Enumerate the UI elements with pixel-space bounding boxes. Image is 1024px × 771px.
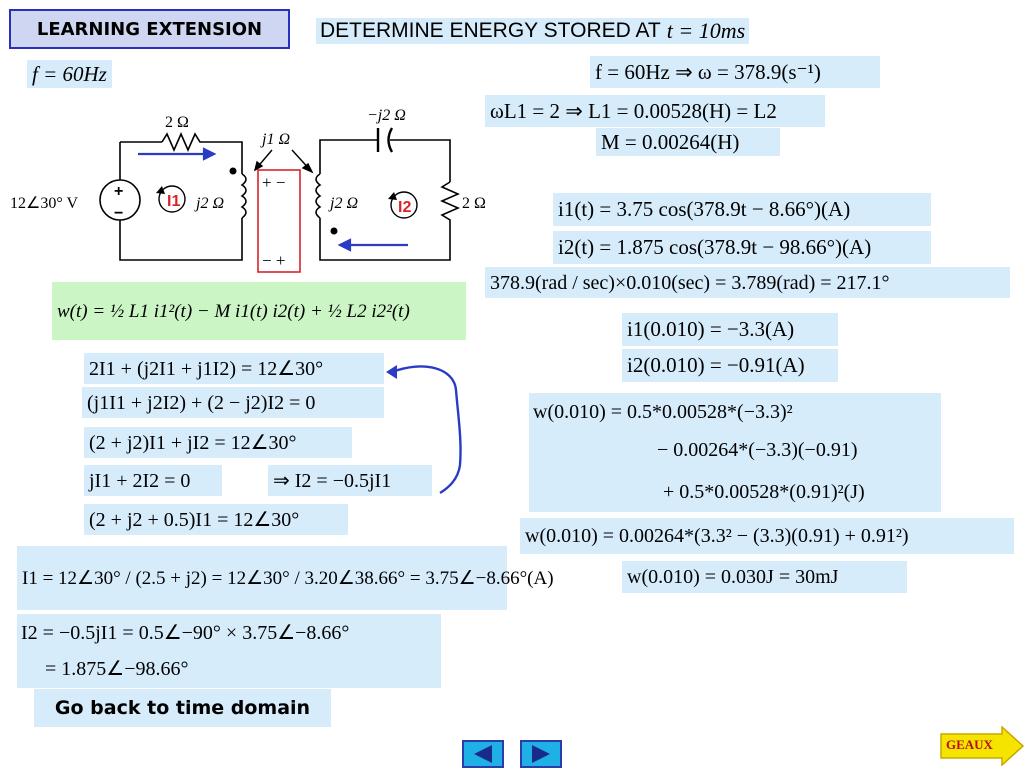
i1-solution-text: I1 = 12∠30° / (2.5 + j2) = 12∠30° / 3.20… <box>22 567 554 589</box>
i1-value-text: i1(0.010) = −3.3(A) <box>627 317 795 341</box>
geaux-label: GEAUX <box>946 737 993 752</box>
phase-angle-text: 378.9(rad / sec)×0.010(sec) = 3.789(rad)… <box>490 271 890 294</box>
i2-solution-block: I2 = −0.5jI1 = 0.5∠−90° × 3.75∠−8.66° = … <box>17 614 441 688</box>
energy-calc-line-2: − 0.00264*(−3.3)(−0.91) <box>657 439 858 461</box>
i2-solution-line-1: I2 = −0.5jI1 = 0.5∠−90° × 3.75∠−8.66° <box>21 622 350 644</box>
page-heading: DETERMINE ENERGY STORED AT t = 10ms <box>316 18 750 44</box>
i2-value-eq: i2(0.010) = −0.91(A) <box>622 349 838 382</box>
energy-simplified-eq: w(0.010) = 0.00264*(3.3² − (3.3)(0.91) +… <box>520 518 1014 554</box>
energy-calc-line-1: w(0.010) = 0.5*0.00528*(−3.3)² <box>533 401 793 423</box>
i2-loop-label: I2 <box>398 199 411 216</box>
i1-solution: I1 = 12∠30° / (2.5 + j2) = 12∠30° / 3.20… <box>17 546 554 610</box>
substitution-eq-text: (2 + j2 + 0.5)I1 = 12∠30° <box>89 508 300 531</box>
right-arrow-icon <box>532 745 550 763</box>
mutual-inductance-text: M = 0.00264(H) <box>601 129 740 154</box>
energy-result-eq: w(0.010) = 0.030J = 30mJ <box>622 561 907 593</box>
energy-calc-line-3: + 0.5*0.00528*(0.91)²(J) <box>663 481 865 503</box>
source-label: 12∠30° V <box>10 195 78 212</box>
mesh-eq-1: 2I1 + (j2I1 + j1I2) = 12∠30° <box>84 353 384 384</box>
coupling-label: j1 Ω <box>260 131 290 148</box>
i1-loop-label: I1 <box>167 193 180 210</box>
energy-formula: w(t) = ½ L1 i1²(t) − M i1(t) i2(t) + ½ L… <box>52 282 466 340</box>
omega-eq-text: f = 60Hz ⇒ ω = 378.9(s⁻¹) <box>595 59 821 84</box>
circuit-diagram: 12∠30° V + − 2 Ω j1 Ω j2 Ω −j2 Ω j2 Ω 2 … <box>10 107 486 273</box>
coupling-pm-top: + − <box>262 173 285 192</box>
source-plus: + <box>114 183 123 200</box>
i2-time-text: i2(t) = 1.875 cos(378.9t − 98.66°)(A) <box>558 235 872 259</box>
heading-text: DETERMINE ENERGY STORED AT <box>320 19 661 42</box>
phase-angle-eq: 378.9(rad / sec)×0.010(sec) = 3.789(rad)… <box>485 267 1010 298</box>
mesh-eq-2-text: (j1I1 + j2I2) + (2 − j2)I2 = 0 <box>87 391 316 414</box>
i1-time-text: i1(t) = 3.75 cos(378.9t − 8.66°)(A) <box>558 197 851 221</box>
l2-label: j2 Ω <box>328 195 358 212</box>
heading-time: t = 10ms <box>666 18 746 43</box>
system-eq-2-text: jI1 + 2I2 = 0 <box>89 469 191 492</box>
substitution-eq: (2 + j2 + 0.5)I1 = 12∠30° <box>84 504 348 535</box>
source-minus: − <box>114 205 123 222</box>
r1-label: 2 Ω <box>165 114 189 131</box>
system-eq-1-text: (2 + j2)I1 + jI2 = 12∠30° <box>89 431 297 454</box>
next-slide-button[interactable] <box>520 740 562 768</box>
mutual-inductance-eq: M = 0.00264(H) <box>596 128 780 156</box>
r2-label: 2 Ω <box>462 195 486 212</box>
curved-arrow <box>386 365 462 495</box>
system-eq-2b: ⇒ I2 = −0.5jI1 <box>268 465 432 496</box>
left-arrow-icon <box>474 745 492 763</box>
geaux-button[interactable]: GEAUX <box>940 725 1024 767</box>
system-eq-2: jI1 + 2I2 = 0 <box>84 465 222 496</box>
energy-formula-text: w(t) = ½ L1 i1²(t) − M i1(t) i2(t) + ½ L… <box>57 300 410 322</box>
coupling-pm-bottom: − + <box>262 251 285 270</box>
system-eq-1: (2 + j2)I1 + jI2 = 12∠30° <box>84 427 352 458</box>
inductance-eq-text: ωL1 = 2 ⇒ L1 = 0.00528(H) = L2 <box>490 98 777 123</box>
geaux-arrow-icon <box>940 725 1024 767</box>
l1-label: j2 Ω <box>194 195 224 212</box>
energy-result-text: w(0.010) = 0.030J = 30mJ <box>627 566 839 588</box>
frequency-text: f = 60Hz <box>32 61 107 86</box>
mesh-eq-1-text: 2I1 + (j2I1 + j1I2) = 12∠30° <box>89 357 324 380</box>
i2-value-text: i2(0.010) = −0.91(A) <box>627 353 805 377</box>
inductance-eq: ωL1 = 2 ⇒ L1 = 0.00528(H) = L2 <box>485 95 825 127</box>
system-eq-2b-text: ⇒ I2 = −0.5jI1 <box>273 469 392 492</box>
go-back-time-domain-button[interactable]: Go back to time domain <box>34 689 331 727</box>
i1-time-eq: i1(t) = 3.75 cos(378.9t − 8.66°)(A) <box>553 193 931 226</box>
i2-solution-line-2: = 1.875∠−98.66° <box>45 658 189 680</box>
prev-slide-button[interactable] <box>462 740 504 768</box>
energy-simplified-text: w(0.010) = 0.00264*(3.3² − (3.3)(0.91) +… <box>525 525 909 547</box>
mesh-eq-2: (j1I1 + j2I2) + (2 − j2)I2 = 0 <box>82 387 384 418</box>
frequency-eq: f = 60Hz <box>27 60 112 88</box>
i2-time-eq: i2(t) = 1.875 cos(378.9t − 98.66°)(A) <box>553 231 931 264</box>
i1-value-eq: i1(0.010) = −3.3(A) <box>622 313 838 346</box>
energy-calc-block: w(0.010) = 0.5*0.00528*(−3.3)² − 0.00264… <box>529 393 941 512</box>
learning-extension-title: LEARNING EXTENSION <box>9 9 290 49</box>
omega-eq: f = 60Hz ⇒ ω = 378.9(s⁻¹) <box>590 56 880 88</box>
cap-label: −j2 Ω <box>367 107 406 124</box>
